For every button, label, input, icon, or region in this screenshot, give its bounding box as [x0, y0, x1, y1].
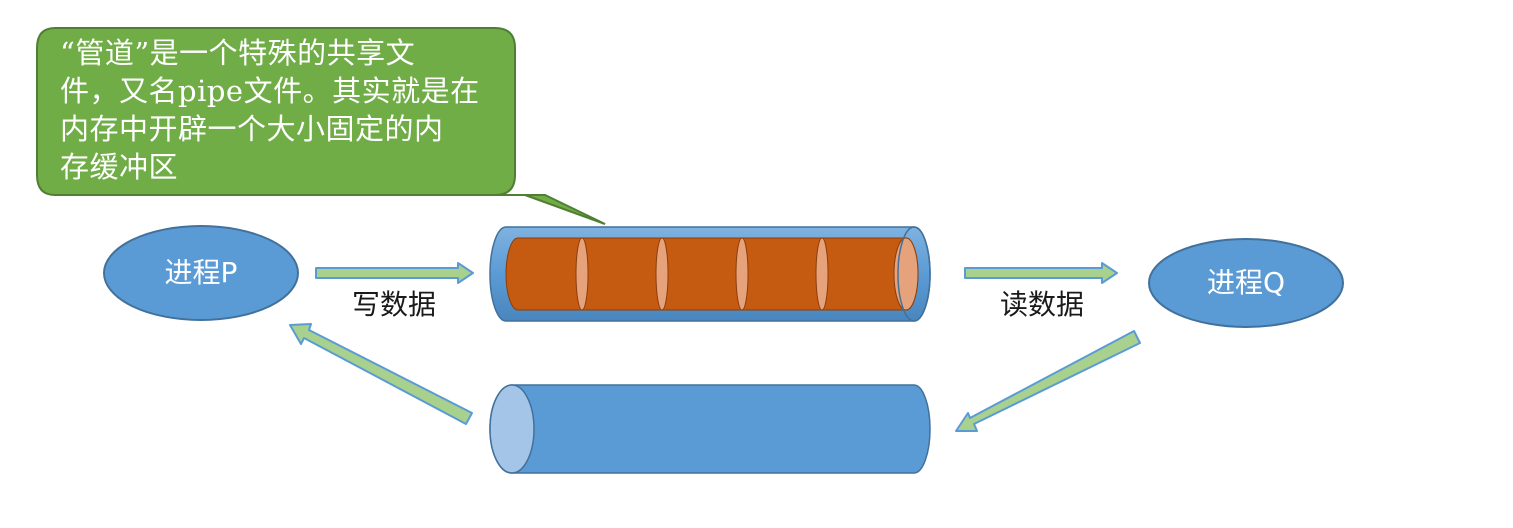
pipe-segment-divider [815, 237, 829, 311]
return-arrow-to-buffer [955, 330, 1141, 432]
pipe-segment-divider [735, 237, 749, 311]
read-arrow [964, 262, 1118, 284]
pipe-segment-divider [655, 237, 669, 311]
write-data-label: 写数据 [352, 288, 437, 321]
callout-line: 存缓冲区 [60, 150, 179, 184]
read-data-label: 读数据 [1000, 288, 1085, 321]
bottom-pipe-end-cap [489, 384, 535, 474]
callout-line: 件，又名pipe文件。其实就是在 [60, 74, 480, 108]
process-q-ellipse [1148, 238, 1344, 328]
callout-line: “管道”是一个特殊的共享文 [60, 36, 416, 70]
process-q-label: 进程Q [1206, 266, 1286, 299]
top-pipe [489, 226, 931, 322]
return-arrow-to-p [289, 323, 473, 425]
process-p-ellipse [103, 225, 299, 321]
pipe-buffer-fill [505, 237, 919, 311]
pipe-rim [897, 226, 931, 322]
pipe-buffer-cap [893, 237, 919, 311]
write-arrow [315, 262, 474, 284]
process-p-label: 进程P [164, 256, 238, 289]
bottom-pipe [489, 384, 931, 474]
callout-line: 内存中开辟一个大小固定的内 [60, 112, 444, 146]
callout-bubble [36, 27, 606, 225]
pipe-segment-divider [575, 237, 589, 311]
callout-text: “管道”是一个特殊的共享文 件，又名pipe文件。其实就是在 内存中开辟一个大小… [60, 34, 500, 186]
